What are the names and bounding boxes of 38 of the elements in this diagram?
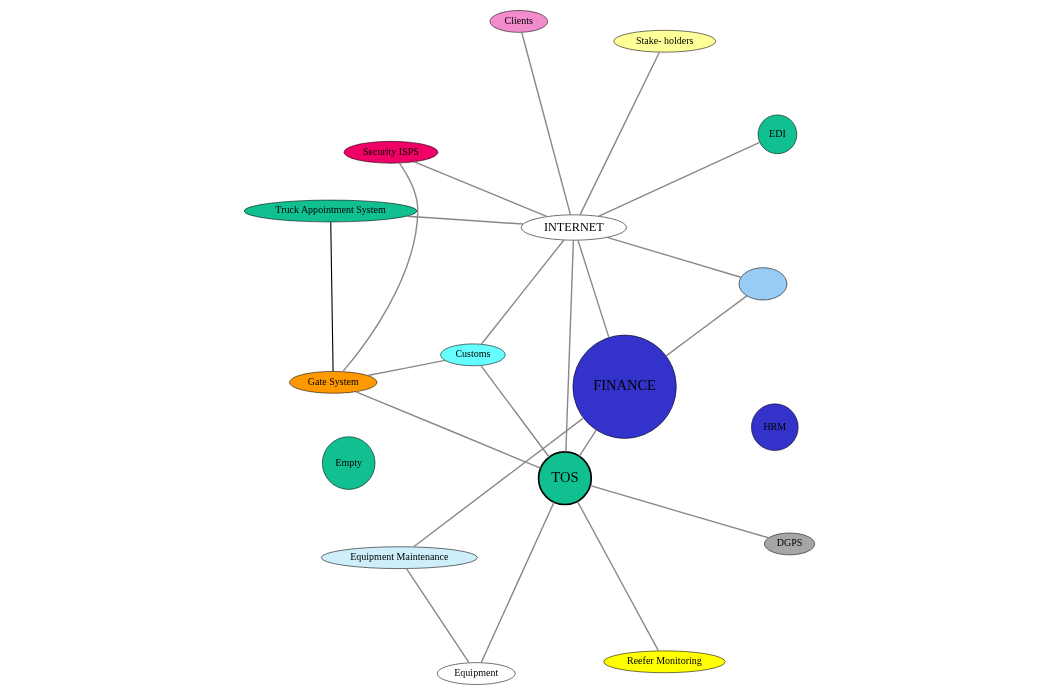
connector <box>521 31 572 216</box>
connector <box>576 500 659 652</box>
node-ellipse: Gate System <box>289 371 378 394</box>
node-ellipse: Security ISPS <box>343 141 439 164</box>
connector <box>665 295 748 357</box>
connector <box>565 239 575 453</box>
connector <box>578 429 597 457</box>
connector <box>413 161 548 218</box>
node-ellipse: DGPS <box>764 532 815 556</box>
node-circle: HRM <box>751 403 799 451</box>
node-ellipse: Customs <box>440 343 506 367</box>
connector <box>579 51 661 216</box>
connector <box>355 391 542 469</box>
connector <box>577 239 610 339</box>
connector <box>597 141 761 217</box>
connector <box>480 501 555 664</box>
connector <box>413 417 584 548</box>
node-ellipse: Equipment Maintenance <box>320 546 478 569</box>
connector <box>367 359 446 377</box>
node-ellipse <box>738 267 788 301</box>
node-ellipse: INTERNET <box>520 214 627 241</box>
connector <box>405 568 470 664</box>
node-ellipse: Truck Appointment System <box>244 199 418 223</box>
connector <box>480 364 550 458</box>
node-ellipse: Equipment <box>436 662 516 685</box>
node-circle: Empty <box>322 436 376 490</box>
connector <box>606 236 742 278</box>
node-circle: EDI <box>757 114 798 154</box>
node-ellipse: Stake- holders <box>613 30 716 53</box>
node-circle: FINANCE <box>572 334 677 439</box>
connector <box>589 484 770 539</box>
connector <box>406 215 524 225</box>
node-ellipse: Clients <box>489 10 548 33</box>
connector <box>342 162 419 373</box>
connector <box>480 239 565 345</box>
node-ellipse: Reefer Monitoring <box>603 650 726 673</box>
node-circle: TOS <box>537 451 593 506</box>
connector <box>330 221 334 372</box>
